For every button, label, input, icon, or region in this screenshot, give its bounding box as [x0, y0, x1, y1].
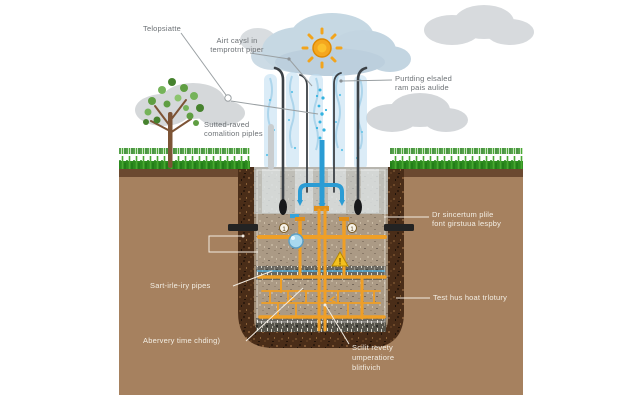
- surface-standpipe: [268, 124, 274, 170]
- label-scilit: Scilit revety umperatiore blitfivich: [352, 343, 395, 372]
- label-sincertum: Dr sincertum plile font girstuua lespby: [432, 210, 502, 228]
- leader-line-sart: [232, 270, 273, 287]
- topsoil-right: [404, 167, 523, 177]
- rain-cloud: [240, 13, 411, 76]
- sun-icon: [301, 27, 343, 69]
- label-abervery: Abervery time chding): [143, 336, 221, 345]
- bracket-callout: [208, 235, 258, 253]
- tree: [143, 78, 204, 168]
- label-telopsiatte: Telopsiatte: [143, 24, 181, 33]
- cloud-top-right: [424, 5, 534, 45]
- rain-streams: [264, 72, 367, 170]
- wall-stub-right: [384, 224, 414, 231]
- orange-pipe-network: [257, 206, 387, 332]
- leader-line-rain: [341, 79, 393, 82]
- label-sart-pipes: Sart-irle-iry pipes: [150, 281, 211, 290]
- label-rain: Purtding elsaled ram pais aulide: [395, 74, 452, 92]
- valve-marker-left: 1: [279, 223, 289, 233]
- svg-text:!: !: [339, 257, 342, 267]
- label-telopsiatte-text: Telopsiatte: [143, 24, 182, 33]
- grass-right: [390, 148, 523, 169]
- sensor-ball: [288, 233, 304, 249]
- pit-rain-columns: [262, 169, 379, 213]
- leader-node-circle: [224, 94, 232, 102]
- leader-line-collection: [230, 100, 319, 115]
- cloud-behind-tree: [135, 83, 245, 126]
- leader-lines-gray: [180, 32, 393, 115]
- svg-text:1: 1: [350, 227, 354, 233]
- probe-bulb-left: [279, 199, 287, 215]
- valve-marker-right: 1: [347, 223, 357, 233]
- wall-stub-left: [228, 224, 258, 231]
- leader-line-abervery: [245, 287, 304, 342]
- leader-line-telopsiatte: [180, 32, 227, 96]
- probe-bulb-right: [354, 199, 362, 215]
- leader-lines-white: [208, 216, 430, 345]
- warning-triangle-icon: !: [331, 250, 349, 267]
- cloud-right-middle: [366, 93, 468, 132]
- tree-foliage: [143, 78, 204, 126]
- topsoil-left: [119, 167, 238, 177]
- leader-line-scilit: [325, 305, 350, 345]
- grass-left: [119, 148, 250, 169]
- label-heat: Test hus hoat trlotury: [433, 293, 508, 302]
- label-air-pipes: Airt caysl in temprotnt piper: [210, 36, 264, 54]
- probe-rods: [273, 66, 368, 215]
- label-collection-pipes: Sutted-raved comalition piples: [204, 120, 263, 138]
- svg-text:1: 1: [282, 227, 286, 233]
